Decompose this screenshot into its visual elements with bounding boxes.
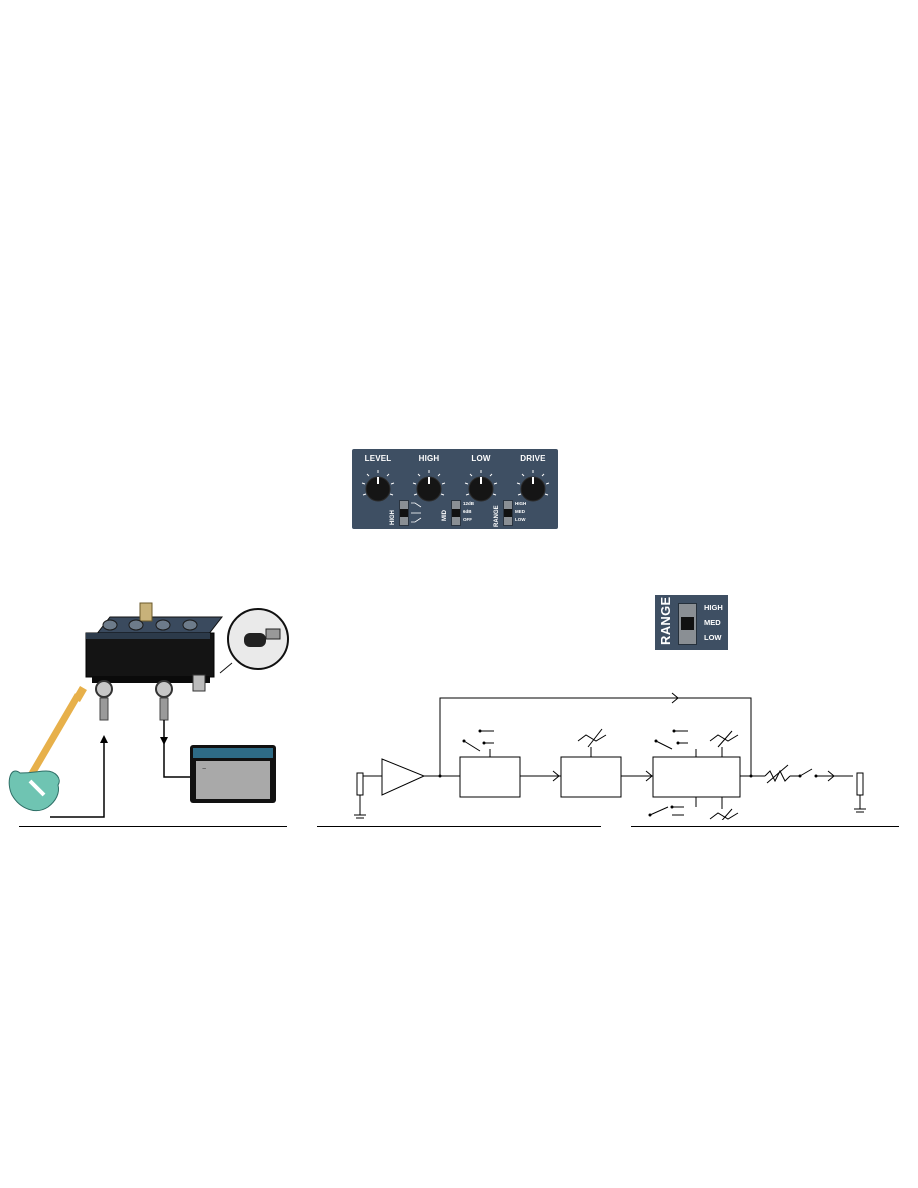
high-switch-label: HIGH: [390, 510, 396, 525]
footer-rule-left: [19, 826, 287, 827]
range-switch[interactable]: [503, 500, 513, 526]
mid-option-6db: 6dB: [463, 509, 472, 514]
knob-label-drive: DRIVE: [520, 454, 546, 463]
mid-switch-label: MID: [442, 510, 448, 521]
range-option-high: HIGH: [515, 501, 527, 506]
svg-text:~: ~: [202, 766, 206, 773]
signal-cables: [50, 720, 190, 818]
knob-label-level: LEVEL: [364, 454, 392, 463]
range-detail-switch[interactable]: [678, 603, 697, 645]
range-option-med: MED: [515, 509, 525, 514]
guitar-illustration: [8, 685, 87, 811]
mid-option-12db: 12dB: [463, 501, 475, 506]
range-detail-option-low: LOW: [704, 633, 722, 642]
range-switch-label: RANGE: [494, 505, 500, 527]
block-diagram: [354, 692, 866, 820]
range-switch-detail: RANGE HIGH MED LOW: [655, 595, 728, 650]
drive-knob[interactable]: [513, 467, 553, 507]
range-detail-option-med: MED: [704, 618, 721, 627]
cable-plugs: [99, 697, 169, 721]
level-knob[interactable]: [358, 467, 398, 507]
high-eq-curve-icons: [411, 502, 422, 523]
footer-rule-right: [631, 826, 899, 827]
knob-label-high: HIGH: [418, 454, 440, 463]
magnifier-inset: [219, 608, 289, 674]
mid-switch[interactable]: [451, 500, 461, 526]
hookup-illustration: ~: [8, 602, 289, 818]
amplifier-illustration: ~: [190, 745, 276, 803]
footer-rule-middle: [317, 826, 601, 827]
high-switch[interactable]: [399, 500, 409, 526]
range-detail-label: RANGE: [658, 596, 673, 645]
range-option-low: LOW: [515, 517, 526, 522]
high-knob[interactable]: [409, 467, 449, 507]
range-detail-option-high: HIGH: [704, 603, 723, 612]
control-panel: LEVEL HIGH LOW DRIVE HIGH: [352, 449, 558, 529]
knob-label-low: LOW: [471, 454, 491, 463]
range-detail-thumb: [681, 617, 694, 630]
mid-option-off: OFF: [463, 517, 472, 522]
low-knob[interactable]: [461, 467, 501, 507]
pedal-illustration: [85, 602, 224, 698]
